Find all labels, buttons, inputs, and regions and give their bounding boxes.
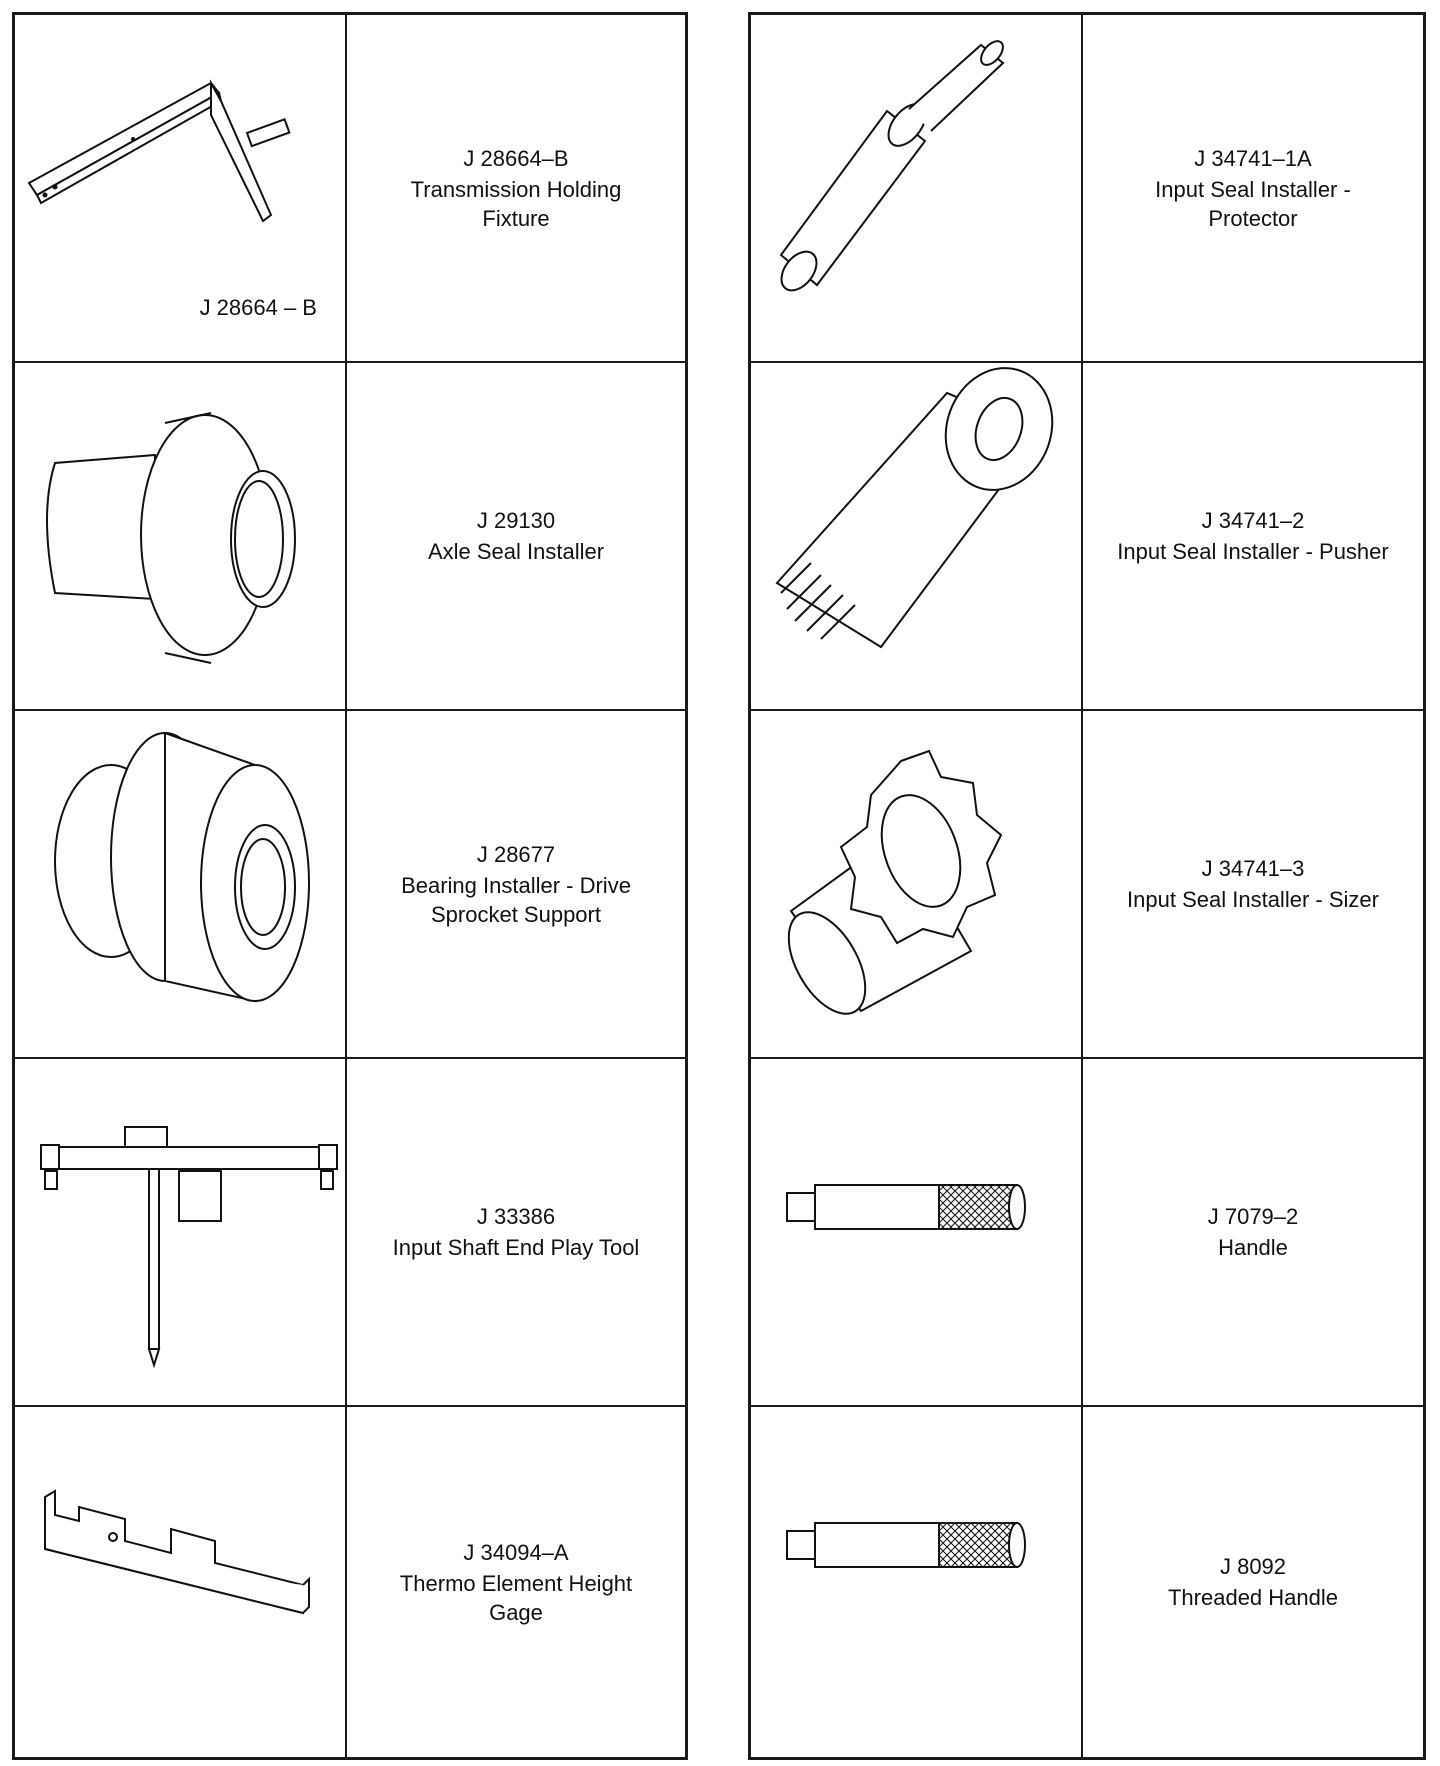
axle-seal-installer-icon (15, 363, 345, 709)
tool-code: J 33386 (476, 1204, 556, 1229)
tool-row: J 34741–3 Input Seal Installer - Sizer (751, 711, 1423, 1059)
tool-row: J 34094–A Thermo Element Height Gage (15, 1407, 685, 1757)
tool-description: Input Shaft End Play Tool (392, 1235, 640, 1260)
tool-table-right: J 34741–1A Input Seal Installer - Protec… (748, 12, 1426, 1760)
tool-code: J 8092 (1219, 1554, 1287, 1579)
tool-description: Bearing Installer - Drive Sprocket Suppo… (401, 872, 631, 927)
tool-image-cell (751, 1407, 1083, 1757)
tool-info: J 8092 Threaded Handle (1083, 1407, 1423, 1757)
tool-row: J 34741–1A Input Seal Installer - Protec… (751, 15, 1423, 363)
tool-description: Axle Seal Installer (427, 539, 605, 564)
tool-image-cell (15, 1407, 347, 1757)
tool-info: J 33386 Input Shaft End Play Tool (347, 1059, 685, 1405)
tool-image-cell (751, 711, 1083, 1057)
tool-image-cell (15, 363, 347, 709)
seal-protector-icon (751, 15, 1081, 361)
holding-fixture-icon (15, 15, 345, 361)
tool-row: J 34741–2 Input Seal Installer - Pusher (751, 363, 1423, 711)
tool-code: J 29130 (476, 508, 556, 533)
tool-image-cell (751, 15, 1083, 361)
tool-row: J 29130 Axle Seal Installer (15, 363, 685, 711)
tool-code: J 34094–A (463, 1539, 569, 1565)
tool-code: J 34741–2 (1201, 508, 1305, 533)
tool-row: J 7079–2 Handle (751, 1059, 1423, 1407)
tool-info: J 34094–A Thermo Element Height Gage (347, 1407, 685, 1757)
tool-table-left: J 28664 – B J 28664–B Transmission Holdi… (12, 12, 688, 1760)
tool-description: Threaded Handle (1167, 1585, 1338, 1610)
tool-code: J 28677 (476, 841, 556, 867)
tool-image-cell (751, 1059, 1083, 1405)
tool-description: Transmission Holding Fixture (410, 176, 622, 231)
tool-info: J 34741–1A Input Seal Installer - Protec… (1083, 15, 1423, 361)
tool-info: J 28664–B Transmission Holding Fixture (347, 15, 685, 361)
threaded-handle-icon (751, 1407, 1081, 1753)
tool-image-cell (751, 363, 1083, 709)
tool-info: J 34741–2 Input Seal Installer - Pusher (1083, 363, 1423, 709)
tool-description: Handle (1218, 1235, 1288, 1260)
tool-info: J 7079–2 Handle (1083, 1059, 1423, 1405)
bearing-installer-icon (15, 711, 345, 1057)
tool-description: Input Seal Installer - Protector (1155, 176, 1351, 231)
tool-info: J 34741–3 Input Seal Installer - Sizer (1083, 711, 1423, 1057)
tool-info: J 29130 Axle Seal Installer (347, 363, 685, 709)
tool-image-cell (15, 711, 347, 1057)
tool-description: Thermo Element Height Gage (399, 1570, 633, 1625)
height-gage-icon (15, 1407, 345, 1753)
seal-sizer-icon (751, 711, 1081, 1057)
tool-info: J 28677 Bearing Installer - Drive Sprock… (347, 711, 685, 1057)
tool-image-cell: J 28664 – B (15, 15, 347, 361)
seal-pusher-icon (751, 363, 1081, 709)
tool-description: Input Seal Installer - Sizer (1127, 887, 1379, 912)
tool-row: J 33386 Input Shaft End Play Tool (15, 1059, 685, 1407)
image-label: J 28664 – B (199, 295, 317, 320)
handle-icon (751, 1059, 1081, 1405)
tool-row: J 28664 – B J 28664–B Transmission Holdi… (15, 15, 685, 363)
tool-row: J 8092 Threaded Handle (751, 1407, 1423, 1757)
tool-description: Input Seal Installer - Pusher (1117, 539, 1389, 564)
tool-image-cell (15, 1059, 347, 1405)
tool-code: J 28664–B (463, 145, 569, 171)
end-play-tool-icon (15, 1059, 345, 1405)
tool-code: J 7079–2 (1207, 1204, 1299, 1229)
tool-code: J 34741–1A (1194, 145, 1312, 171)
tool-row: J 28677 Bearing Installer - Drive Sprock… (15, 711, 685, 1059)
tool-code: J 34741–3 (1201, 856, 1305, 881)
